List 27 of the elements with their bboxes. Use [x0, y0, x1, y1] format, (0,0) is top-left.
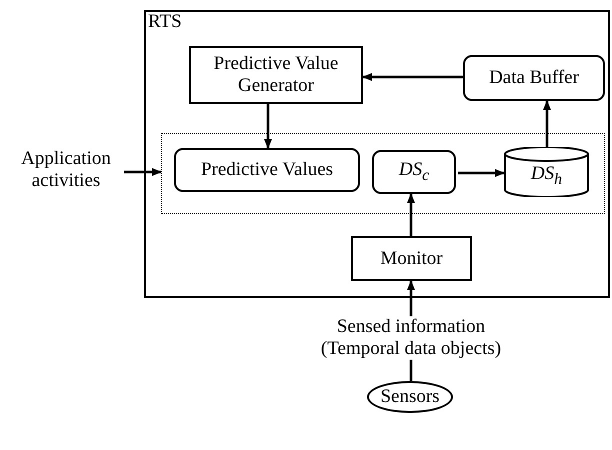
- process-box: [463, 55, 605, 101]
- process-box: [174, 148, 360, 192]
- box-label: DS$_{h}$: [530, 163, 562, 189]
- process-box: [351, 236, 472, 281]
- connector-line: [410, 360, 412, 381]
- frame-title: RTS: [148, 12, 182, 31]
- box-label: Predictive Values: [200, 159, 334, 181]
- process-box: [189, 46, 363, 104]
- arrow: [264, 104, 272, 149]
- box-label: DS$_{c}$: [398, 159, 430, 185]
- ellipse-node: [367, 381, 453, 413]
- text-label: Application activities: [20, 148, 112, 192]
- system-frame: [144, 10, 610, 298]
- text-label: Sensed information (Temporal data objects): [320, 316, 502, 360]
- box-label: Sensors: [380, 386, 440, 408]
- arrow: [362, 73, 463, 81]
- data-store-cylinder: [504, 147, 589, 197]
- box-label: Data Buffer: [489, 67, 579, 89]
- box-label: Predictive Value Generator: [212, 53, 340, 97]
- arrow: [407, 193, 415, 236]
- box-label: Monitor: [380, 248, 443, 270]
- arrow: [407, 280, 415, 316]
- arrow: [458, 169, 505, 177]
- arrow: [124, 168, 162, 176]
- dotted-group-box: [161, 133, 605, 214]
- process-box: [372, 150, 456, 194]
- arrow: [543, 100, 551, 147]
